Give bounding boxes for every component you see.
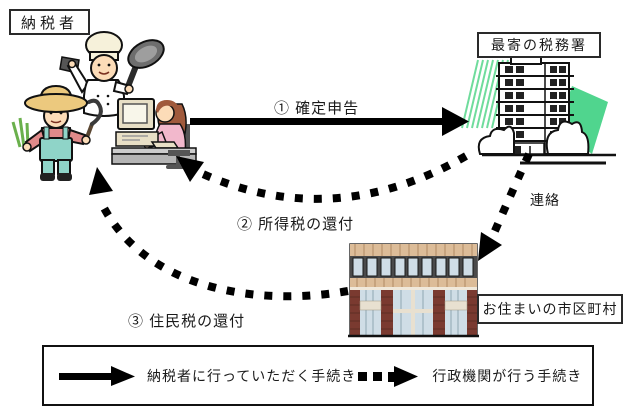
tax-office-building-icon	[461, 55, 616, 165]
flow-label-contact: 連絡	[530, 192, 560, 208]
green-hatch-decoration	[461, 59, 509, 129]
chair-icon	[184, 124, 190, 154]
woman-at-computer-icon	[111, 98, 197, 169]
bush-icon	[545, 120, 590, 155]
chef-icon	[59, 31, 165, 117]
computer-tower-icon	[115, 131, 159, 147]
arrow-filing	[190, 107, 469, 136]
taxpayer-label-box: 納税者	[9, 9, 90, 35]
municipality-label-box: お住まいの市区町村	[477, 294, 623, 324]
tax-office-label: 最寄の税務署	[491, 37, 587, 53]
flow-label-filing: ① 確定申告	[274, 100, 360, 117]
legend-label-taxpayer-procedure: 納税者に行っていただく手続き	[147, 367, 357, 384]
farmer-icon	[11, 84, 103, 181]
flow-label-income-tax-refund: ② 所得税の還付	[237, 216, 355, 233]
tax-office-label-box: 最寄の税務署	[477, 32, 601, 58]
overalls	[39, 137, 73, 162]
legend-label-government-procedure: 行政機関が行う手続き	[432, 367, 583, 384]
municipality-label: お住まいの市区町村	[482, 301, 618, 317]
municipality-building-icon	[348, 243, 479, 338]
arrow-income-tax-refund	[176, 152, 468, 203]
solid-arrow-icon	[59, 365, 135, 386]
dashed-arrow-icon	[358, 365, 419, 387]
flow-label-resident-tax-refund: ③ 住民税の還付	[128, 313, 246, 330]
frying-pan-icon	[124, 39, 165, 92]
legend-item-government-procedure: 行政機関が行う手続き	[356, 364, 582, 388]
taxpayer-label: 納税者	[20, 14, 78, 32]
keyboard-icon	[150, 141, 180, 149]
arrow-contact	[478, 152, 533, 261]
legend-box: 納税者に行っていただく手続き 行政機関が行う手続き	[42, 345, 594, 406]
arrow-resident-tax-refund	[89, 167, 349, 301]
upper-window-row	[352, 257, 474, 277]
legend-item-taxpayer-procedure: 納税者に行っていただく手続き	[57, 365, 356, 387]
bush-icon	[477, 125, 515, 155]
